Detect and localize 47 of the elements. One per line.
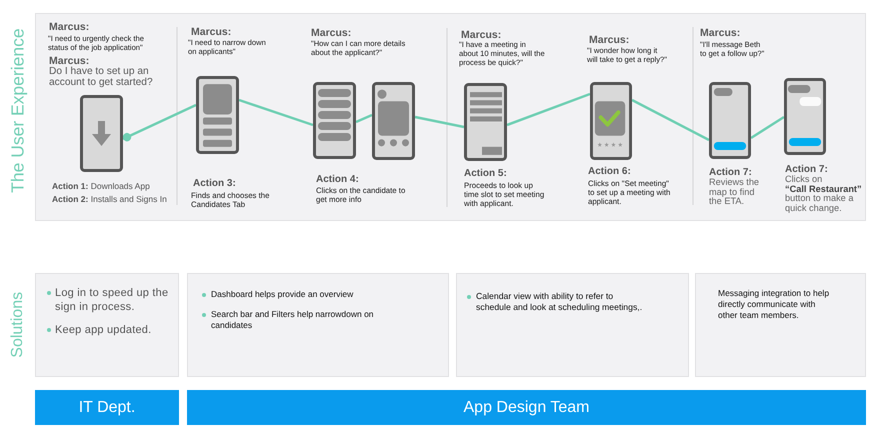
action-heading: Action 3: [193, 178, 236, 189]
phone-mockup [313, 82, 356, 159]
journey-line [356, 114, 372, 124]
solution-panel [695, 273, 866, 377]
phone-mockup [196, 76, 239, 154]
solution-text: Keep app updated. [55, 323, 152, 337]
action-heading: Action 4: [316, 174, 359, 185]
team-bar: App Design Team [187, 390, 866, 425]
solution-text: Dashboard helps provide an overview [211, 289, 354, 300]
phone-mockup [464, 83, 507, 161]
action-text: Action 2: Installs and Signs In [52, 194, 167, 204]
solution-panel [187, 273, 449, 377]
solution-panel [35, 273, 179, 377]
action-description: Clicks on “Call Restaurant” button to make a quick change. [785, 175, 863, 213]
journey-line [122, 104, 197, 142]
phone-mockup [372, 82, 415, 160]
action-heading: Action 6: [588, 166, 631, 177]
action-text: Action 1: Downloads App [52, 181, 150, 191]
phone-mockup [590, 82, 632, 160]
question-text: Do I have to set up an account to get started? [49, 66, 154, 88]
speaker-name: Marcus: [461, 29, 502, 41]
speaker-name: Marcus: [700, 27, 740, 39]
speaker-name: Marcus: [49, 21, 90, 33]
speaker-name: Marcus: [49, 55, 90, 67]
solution-text: Search bar and Filters help narrowdown on candidates [211, 309, 375, 331]
phone-mockup [784, 78, 826, 155]
solution-text: Log in to speed up the sign in process. [55, 286, 170, 314]
journey-line [750, 116, 785, 140]
action-heading: Action 5: [464, 168, 507, 179]
phone-mockup [709, 82, 751, 159]
solution-text: Messaging integration to help directly communicate with other team members. [718, 288, 830, 321]
action-heading: Action 7: [709, 167, 752, 178]
journey-line [414, 116, 464, 128]
speaker-name: Marcus: [589, 34, 630, 46]
journey-line [631, 98, 710, 142]
action-description: Reviews the map to find the ETA. [709, 178, 760, 206]
speaker-name: Marcus: [191, 26, 232, 38]
journey-line [238, 98, 314, 126]
team-bar: IT Dept. [35, 390, 179, 425]
phone-mockup [80, 95, 123, 172]
section-title: Solutions [9, 292, 27, 358]
solution-panel [456, 273, 689, 377]
action-heading: Action 7: [785, 164, 828, 175]
speaker-name: Marcus: [311, 27, 352, 39]
section-title: The User Experience [8, 28, 28, 192]
journey-line [506, 92, 590, 126]
solution-text: Calendar view with ability to refer to schedule and look at scheduling meetings,. [476, 291, 644, 313]
